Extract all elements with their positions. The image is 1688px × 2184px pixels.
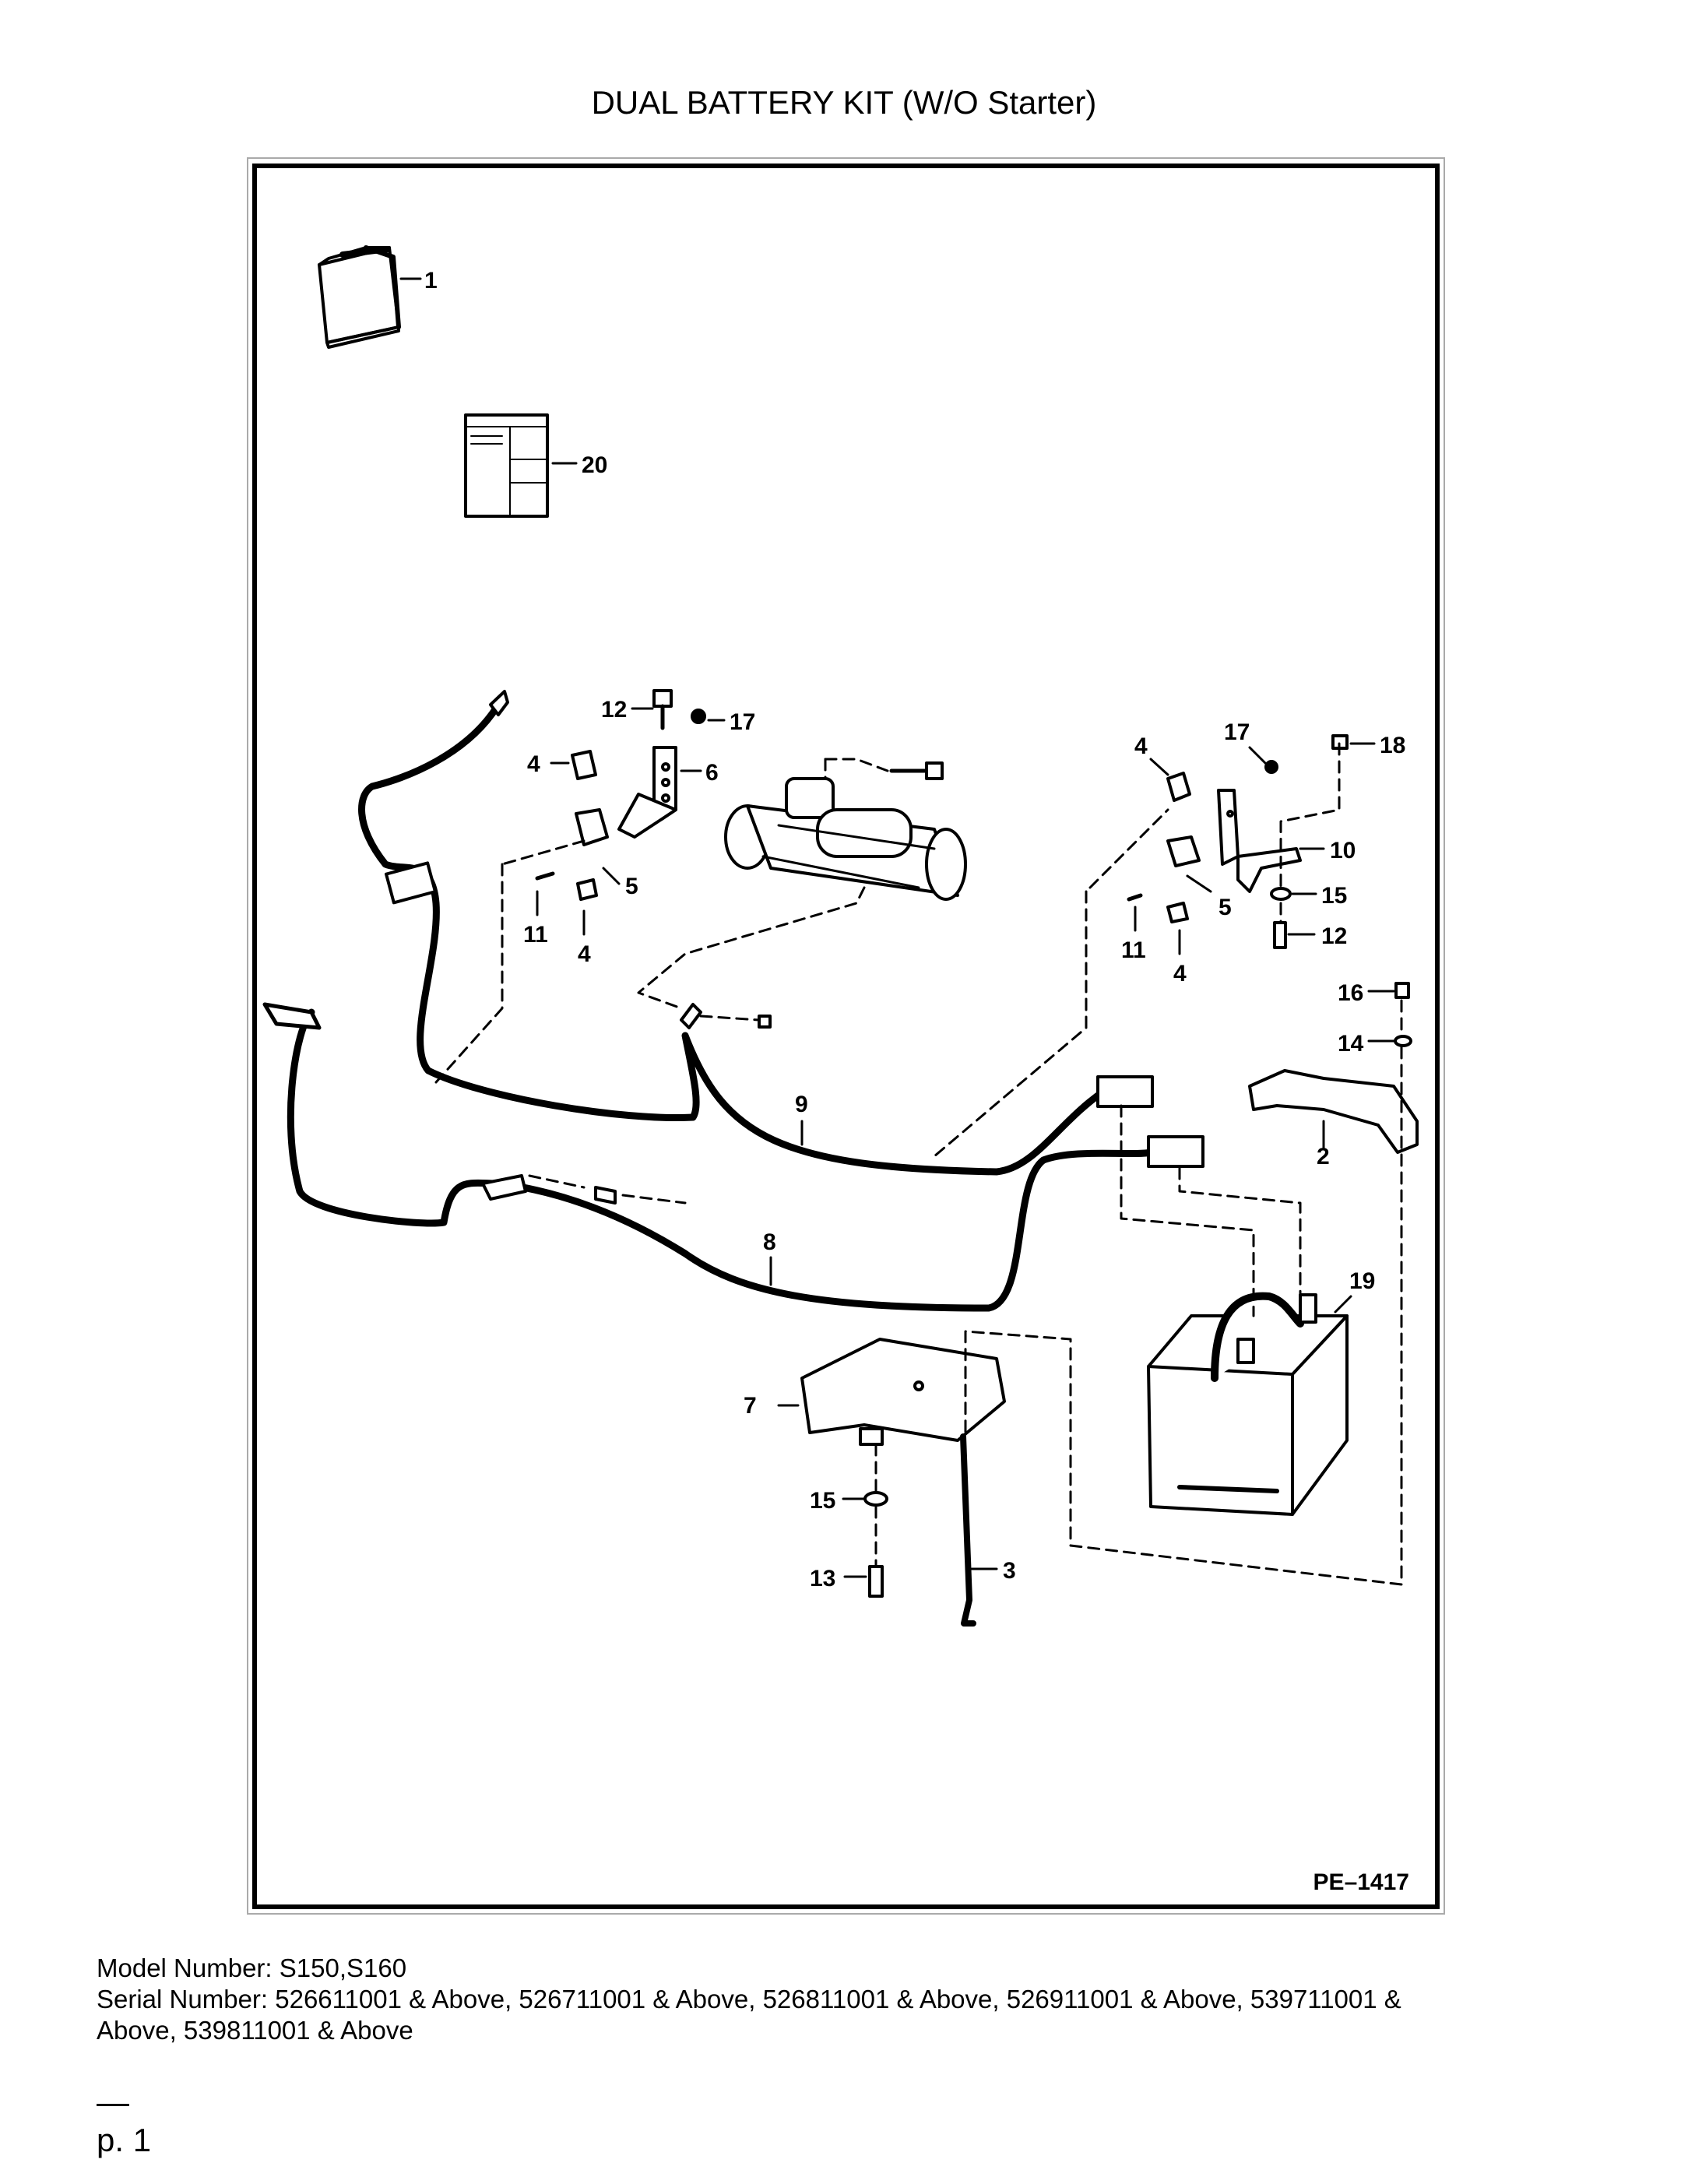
- bracket-10: [1217, 789, 1302, 893]
- starter-motor: [724, 777, 967, 901]
- callout-11-right: 11: [1121, 937, 1146, 963]
- footer-divider: [97, 2104, 129, 2106]
- callout-12-right: 12: [1321, 923, 1347, 949]
- part-20-decal-sheet: [464, 413, 549, 518]
- part-1-manual-box: [318, 245, 401, 349]
- serial-number-line2: Above, 539811001 & Above: [97, 2016, 413, 2045]
- callout-16: 16: [1338, 980, 1363, 1006]
- callout-7: 7: [744, 1393, 757, 1419]
- page-title: DUAL BATTERY KIT (W/O Starter): [591, 84, 1097, 121]
- callout-5-right: 5: [1219, 895, 1232, 920]
- callout-15-lower: 15: [810, 1488, 835, 1514]
- callout-4-upper-left: 4: [527, 751, 540, 777]
- callout-4-upper-right: 4: [1134, 733, 1148, 759]
- callout-12-left: 12: [601, 697, 627, 723]
- model-number: Model Number: S150,S160: [97, 1954, 407, 1982]
- callout-9: 9: [795, 1092, 808, 1117]
- callout-18: 18: [1380, 733, 1405, 758]
- hold-down-2: [1248, 1069, 1419, 1154]
- page-number: p. 1: [97, 2122, 152, 2158]
- diagram-outer-border: [247, 157, 1445, 1915]
- bracket-6: [617, 746, 677, 839]
- callout-6: 6: [705, 760, 719, 786]
- serial-number-line1: Serial Number: 526611001 & Above, 526711…: [97, 1985, 1401, 2013]
- callout-17-right: 17: [1224, 719, 1250, 745]
- callout-4-lower-right: 4: [1173, 961, 1187, 986]
- callout-5-left: 5: [625, 874, 638, 899]
- callout-4-lower-left: 4: [578, 941, 591, 967]
- harness-8: [287, 1008, 1156, 1312]
- callout-10: 10: [1330, 838, 1356, 863]
- callout-14: 14: [1338, 1031, 1364, 1057]
- callout-8: 8: [763, 1229, 776, 1255]
- callout-15-right: 15: [1321, 883, 1347, 909]
- callout-19: 19: [1349, 1268, 1375, 1294]
- battery-19: [1147, 1292, 1349, 1516]
- diagram-frame: [252, 164, 1440, 1909]
- callout-17-left: 17: [730, 709, 755, 735]
- callout-20: 20: [582, 452, 607, 478]
- harness-9: [358, 701, 1110, 1176]
- figure-reference: PE–1417: [1313, 1869, 1409, 1895]
- callout-1: 1: [424, 268, 438, 294]
- callout-11-left: 11: [523, 922, 548, 948]
- rod-3: [960, 1433, 976, 1627]
- battery-tray-7: [800, 1338, 1006, 1446]
- callout-13: 13: [810, 1566, 835, 1591]
- callout-3: 3: [1003, 1558, 1016, 1584]
- callout-2: 2: [1317, 1144, 1330, 1169]
